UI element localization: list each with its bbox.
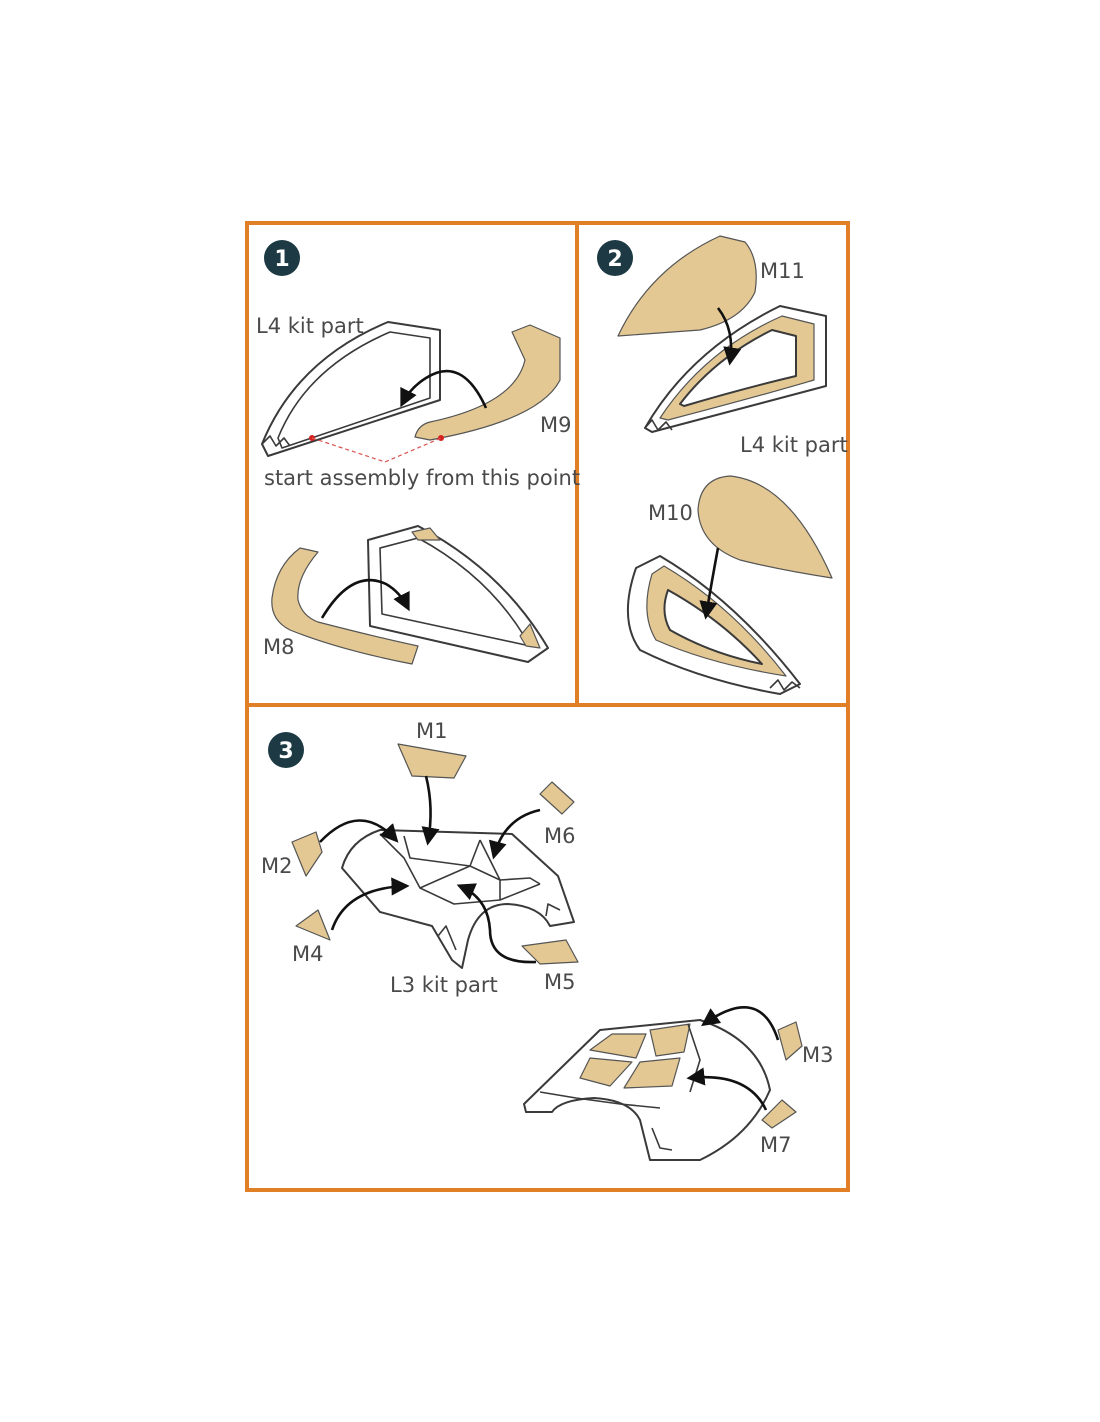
step2-arrow-bottom [699,547,720,620]
step2-number: 2 [607,247,622,272]
m4-label: M4 [292,942,323,966]
step3-frame [245,703,850,1192]
m3-label: M3 [802,1043,833,1067]
step2-lower-canopy [627,555,801,695]
m9-label: M9 [540,413,571,437]
l3-kit-part-lower [523,1019,771,1161]
l3-lower-mask-3 [579,1057,633,1087]
step3-badge: 3 [268,732,304,768]
l3-lower-mask-2 [649,1023,691,1057]
step1-panel: 1 L4 kit part M9 start assembly from thi… [256,240,580,665]
m1-mask [397,743,467,779]
step2-l4-canopy [644,305,827,433]
m3-arrow [701,1006,780,1041]
m1-label: M1 [416,719,447,743]
m1-arrow [421,775,440,846]
m6-mask [539,781,575,815]
m7-label: M7 [760,1133,791,1157]
panel-frames [245,221,850,1192]
m4-mask [295,909,331,941]
l3-kit-label: L3 kit part [390,973,498,997]
m8-label: M8 [263,635,294,659]
step1-badge: 1 [264,240,300,276]
m11-label: M11 [760,259,805,283]
step3-number: 3 [278,739,293,764]
l3-lower-mask-4 [623,1057,681,1089]
m5-mask [521,939,579,965]
step1-kit-label: L4 kit part [256,314,364,338]
step2-arrow-top [716,307,742,366]
step1-arrow-top [400,369,488,409]
m10-mask [697,475,833,579]
step1-arrow-bottom [320,578,410,619]
l4-canopy-part [261,321,441,457]
m6-label: M6 [544,824,575,848]
m2-label: M2 [261,854,292,878]
m11-mask [617,235,757,337]
step2-kit-label: L4 kit part [740,433,848,457]
m2-arrow [319,819,399,843]
m10-label: M10 [648,501,693,525]
start-assembly-note: start assembly from this point [264,466,580,490]
m9-mask [414,324,561,441]
m5-label: M5 [544,970,575,994]
m7-arrow [686,1067,768,1111]
l3-lower-mask-1 [589,1033,647,1059]
m2-mask [291,831,323,877]
m4-arrow [330,877,410,931]
step3-panel: 3 M1 M6 M2 M4 M5 L3 kit part [261,719,833,1161]
step2-panel: 2 M11 L4 kit part M10 [597,235,848,695]
m3-mask [777,1021,803,1061]
start-point-marker [309,435,444,463]
step2-badge: 2 [597,240,633,276]
m7-mask [761,1099,797,1129]
m6-arrow [488,808,541,860]
m8-mask [271,547,419,665]
l4-canopy-part-lower [367,525,549,663]
step1-number: 1 [274,247,289,272]
m5-arrow [456,883,537,964]
